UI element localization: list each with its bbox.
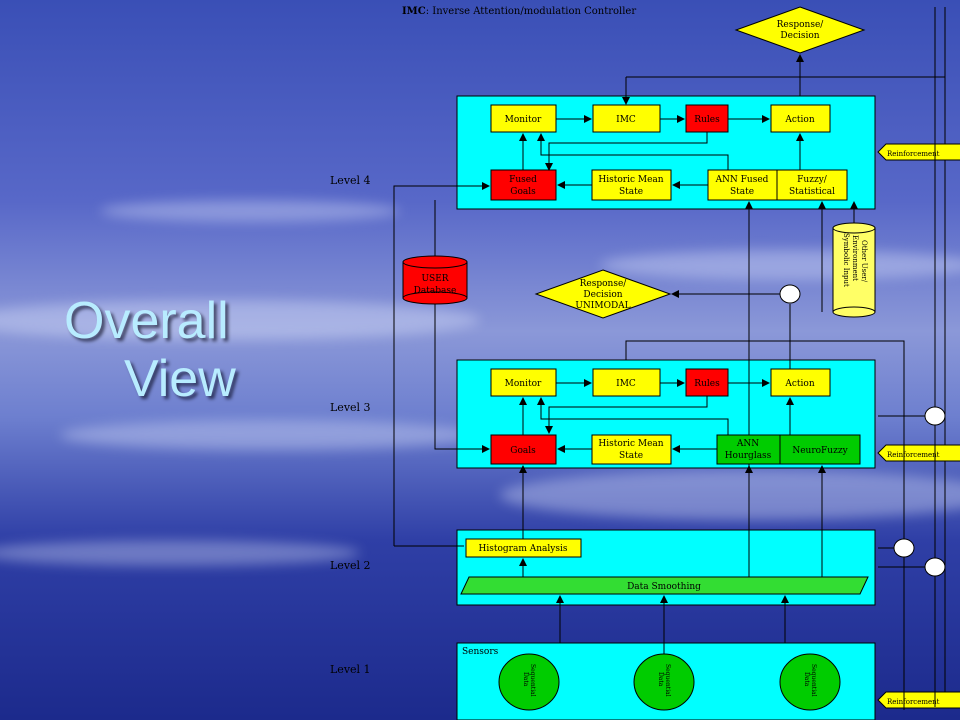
junction-circle: [924, 406, 946, 426]
l4-action-box: [770, 104, 831, 133]
l3-ann-label-1: ANN: [736, 439, 759, 449]
reinforcement-flag-l3: Reinforcement: [877, 444, 960, 462]
svg-text:Data: Data: [522, 672, 529, 687]
slide-title: Overall View: [64, 292, 236, 408]
l4-fused-goals-label-1: Fused: [509, 175, 537, 185]
other-user-input-cylinder: Other User/ Environment Symbolic Input: [832, 222, 876, 318]
histogram-analysis-label: Histogram Analysis: [479, 544, 568, 554]
l4-ann-fused-label-1: ANN Fused: [715, 175, 769, 185]
l3-historic-label-1: Historic Mean: [598, 439, 663, 449]
l3-neurofuzzy-label: NeuroFuzzy: [792, 446, 848, 456]
junction-circle: [779, 284, 801, 304]
reinforcement-flag-l4: Reinforcement: [877, 143, 960, 161]
l4-fuzzy-label-1: Fuzzy/: [797, 175, 828, 185]
data-smoothing-label: Data Smoothing: [627, 582, 701, 592]
mid-decision-diamond: [534, 269, 672, 319]
l4-rules-label: Rules: [694, 115, 720, 125]
svg-text:Environment: Environment: [851, 235, 859, 281]
sequential-data-sensor-3: Sequential Data: [779, 653, 841, 711]
svg-text:Sequential: Sequential: [529, 664, 536, 697]
svg-text:Reinforcement: Reinforcement: [887, 698, 940, 706]
l4-historic-label-2: State: [619, 187, 643, 197]
l3-imc-label: IMC: [616, 379, 636, 389]
svg-text:Reinforcement: Reinforcement: [887, 451, 940, 459]
l3-monitor-box: [490, 368, 557, 397]
l4-imc-box: [592, 104, 661, 133]
l4-monitor-box: [490, 104, 557, 133]
level-3-label: Level 3: [330, 401, 371, 414]
svg-text:Symbolic Input: Symbolic Input: [842, 233, 850, 287]
top-decision-label-1: Response/: [777, 20, 825, 30]
l4-fused-goals-box: [490, 169, 557, 201]
sensors-label: Sensors: [462, 647, 499, 657]
l3-action-box: [770, 368, 831, 397]
level-2-label: Level 2: [330, 559, 371, 572]
svg-text:USER: USER: [421, 274, 448, 284]
l4-action-label: Action: [784, 115, 814, 125]
l4-ann-fused-label-2: State: [730, 187, 754, 197]
l4-monitor-label: Monitor: [505, 115, 542, 125]
reinforcement-flag-l1: Reinforcement: [877, 691, 960, 709]
svg-text:Other User/: Other User/: [860, 240, 868, 283]
user-database-cylinder: USER Database: [402, 255, 468, 305]
l3-goals-label: Goals: [510, 446, 536, 456]
l3-neurofuzzy-box: [779, 434, 861, 465]
junction-circle: [893, 538, 915, 558]
l4-historic-box: [591, 169, 672, 201]
data-smoothing-bar: [460, 576, 869, 595]
l3-action-label: Action: [784, 379, 814, 389]
l3-rules-box: [685, 368, 729, 397]
svg-text:Data: Data: [657, 672, 664, 687]
l3-monitor-label: Monitor: [505, 379, 542, 389]
svg-text:Reinforcement: Reinforcement: [887, 150, 940, 158]
l3-rules-label: Rules: [694, 379, 720, 389]
diagram-title: IMC: Inverse Attention/modulation Contro…: [402, 6, 636, 17]
l4-fused-goals-label-2: Goals: [510, 187, 536, 197]
l4-ann-fused-box: [707, 169, 778, 201]
l3-historic-label-2: State: [619, 451, 643, 461]
junction-circle: [924, 557, 946, 577]
slide-title-line2: View: [124, 350, 236, 408]
slide-title-line1: Overall: [64, 292, 229, 350]
top-decision-diamond: [734, 6, 866, 54]
svg-text:Data: Data: [803, 672, 810, 687]
l3-goals-box: [490, 434, 557, 465]
top-decision-label-2: Decision: [780, 31, 819, 41]
svg-text:Sequential: Sequential: [664, 664, 671, 697]
sequential-data-sensor-2: Sequential Data: [633, 653, 695, 711]
l4-historic-label-1: Historic Mean: [598, 175, 663, 185]
mid-decision-label-3: UNIMODAL: [575, 301, 630, 311]
level-1-label: Level 1: [330, 663, 371, 676]
l4-imc-label: IMC: [616, 115, 636, 125]
sequential-data-sensor-1: Sequential Data: [498, 653, 560, 711]
l4-fuzzy-label-2: Statistical: [789, 187, 835, 197]
l3-ann-label-2: Hourglass: [725, 451, 772, 461]
mid-decision-label-2: Decision: [583, 290, 622, 300]
svg-text:Database: Database: [414, 286, 457, 296]
mid-decision-label-1: Response/: [580, 279, 628, 289]
l4-fuzzy-box: [776, 169, 848, 201]
level-4-label: Level 4: [330, 174, 371, 187]
svg-text:Sequential: Sequential: [810, 664, 817, 697]
